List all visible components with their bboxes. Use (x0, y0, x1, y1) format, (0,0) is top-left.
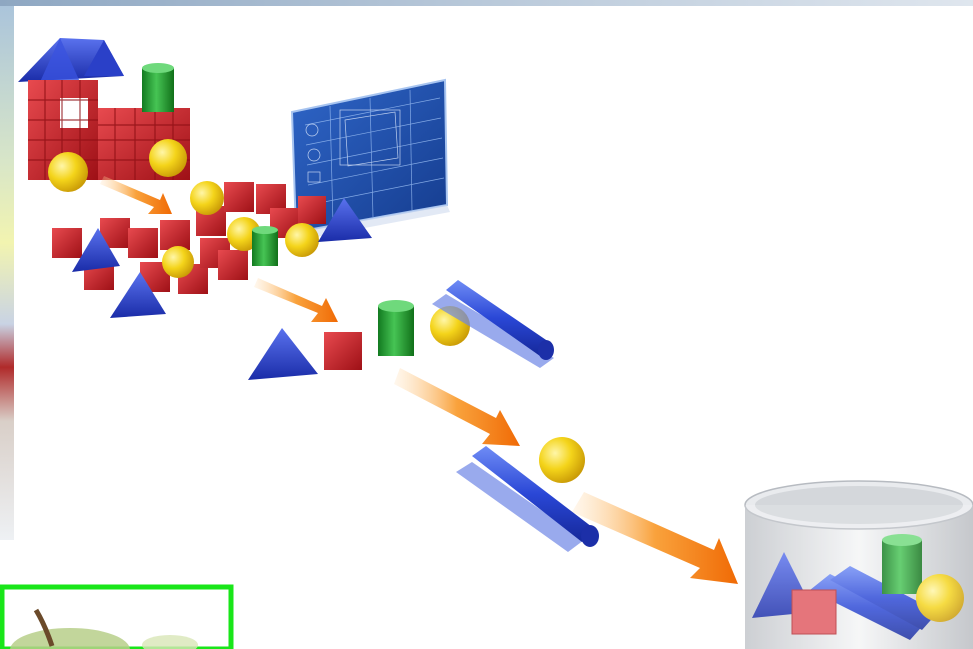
process-arrow (100, 176, 172, 214)
yellow-ball (285, 223, 319, 257)
yellow-ball (539, 437, 585, 483)
framed-thumbnail (2, 587, 231, 649)
block-train-icon (18, 38, 190, 192)
parts-icon (456, 437, 599, 552)
red-cube (218, 250, 248, 280)
red-cube (160, 220, 190, 250)
process-arrow (394, 368, 520, 446)
red-cube (324, 332, 362, 370)
blue-triangle (248, 328, 318, 380)
green-cylinder (252, 226, 278, 266)
red-cube (298, 196, 326, 224)
block-pile-icon (52, 181, 372, 318)
red-cube (224, 182, 254, 212)
red-cube (52, 228, 82, 258)
yellow-ball (162, 246, 194, 278)
process-arrow (254, 278, 338, 322)
bin-icon (745, 481, 973, 649)
yellow-ball (190, 181, 224, 215)
green-cylinder (378, 300, 414, 356)
red-cube (128, 228, 158, 258)
